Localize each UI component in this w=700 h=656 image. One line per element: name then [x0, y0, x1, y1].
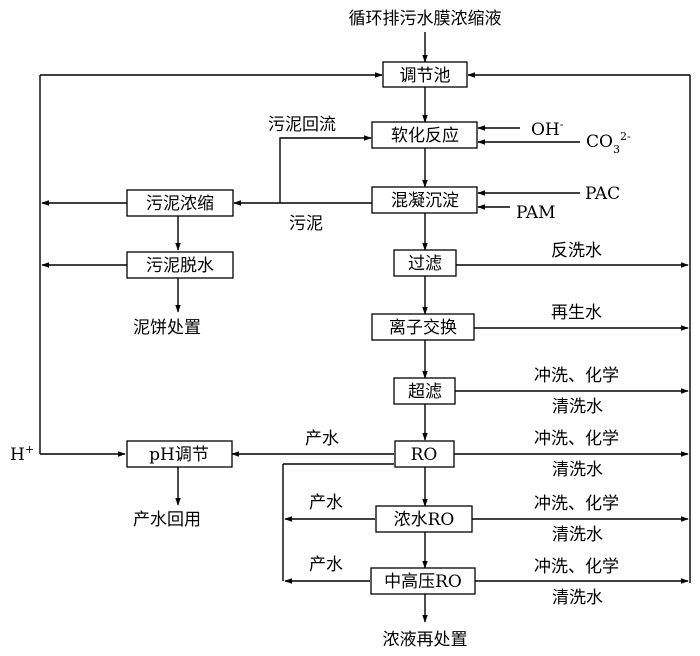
node-wuni-tuoshui: 污泥脱水	[126, 251, 234, 279]
label-pam: PAM	[516, 203, 556, 223]
node-chaolv: 超滤	[393, 377, 456, 405]
svg-text:调节池: 调节池	[400, 66, 451, 86]
label-qingxi-2: 清洗水	[552, 460, 603, 480]
node-lizi-jiaohuan: 离子交换	[371, 313, 475, 341]
label-qingxi-3: 清洗水	[552, 525, 603, 545]
label-chanshui-2: 产水	[309, 493, 343, 513]
svg-text:软化反应: 软化反应	[391, 126, 459, 146]
node-ruanhua: 软化反应	[371, 121, 478, 149]
title-label: 循环排污水膜浓缩液	[349, 9, 502, 29]
label-chanshui-3: 产水	[309, 555, 343, 575]
svg-text:RO: RO	[411, 445, 438, 465]
label-wuni: 污泥	[289, 214, 323, 234]
label-wuni-huiliu: 污泥回流	[268, 115, 336, 135]
label-chanshui-huiyong: 产水回用	[133, 510, 201, 530]
node-hunning: 混凝沉淀	[371, 186, 478, 214]
label-chanshui-1: 产水	[305, 429, 339, 449]
label-chongxi-1: 冲洗、化学	[534, 366, 619, 386]
node-ph-tiaojie: pH调节	[126, 440, 233, 468]
svg-text:污泥浓缩: 污泥浓缩	[146, 194, 214, 214]
node-wuni-nongsuo: 污泥浓缩	[126, 189, 234, 217]
label-chongxi-3: 冲洗、化学	[534, 494, 619, 514]
node-ro: RO	[394, 440, 455, 468]
label-nibing-chuzhi: 泥饼处置	[133, 318, 201, 338]
label-co3: CO32-	[586, 130, 631, 156]
label-pac: PAC	[585, 184, 620, 204]
flow-lines	[39, 32, 691, 623]
svg-text:中高压RO: 中高压RO	[384, 572, 462, 592]
svg-text:混凝沉淀: 混凝沉淀	[391, 191, 459, 211]
label-qingxi-4: 清洗水	[552, 588, 603, 608]
label-h-plus: H+	[10, 443, 34, 465]
label-zaishengshui: 再生水	[551, 303, 602, 323]
svg-text:过滤: 过滤	[408, 254, 442, 274]
node-tiaojiechi: 调节池	[382, 61, 468, 88]
svg-text:污泥脱水: 污泥脱水	[146, 256, 214, 276]
svg-text:pH调节: pH调节	[149, 445, 209, 465]
svg-text:离子交换: 离子交换	[389, 318, 457, 338]
svg-text:浓水RO: 浓水RO	[394, 510, 455, 530]
node-zhonggaoya-ro: 中高压RO	[370, 567, 476, 595]
label-fanxishui: 反洗水	[551, 241, 602, 261]
label-oh: OH-	[531, 118, 564, 140]
label-qingxi-1: 清洗水	[552, 397, 603, 417]
label-nongye-zaichuzhi: 浓液再处置	[383, 630, 468, 650]
label-chongxi-2: 冲洗、化学	[534, 429, 619, 449]
svg-text:超滤: 超滤	[408, 382, 442, 402]
node-nongshui-ro: 浓水RO	[375, 505, 473, 533]
label-chongxi-4: 冲洗、化学	[534, 557, 619, 577]
node-guolv: 过滤	[393, 249, 457, 277]
